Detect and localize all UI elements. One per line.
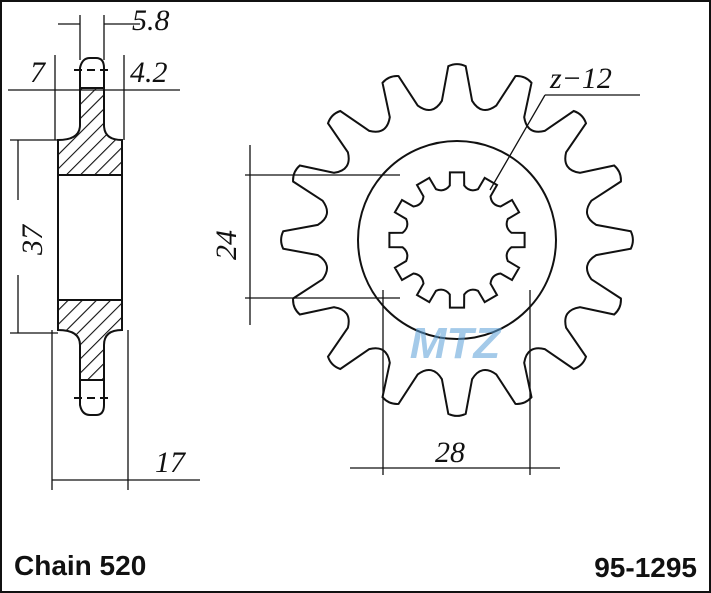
dim-bore-width: 28: [435, 436, 465, 469]
dim-tooth-width: 5.8: [132, 4, 170, 37]
dim-hub-diameter: 37: [16, 223, 49, 256]
sprocket-outline: [280, 63, 634, 417]
watermark-logo: MTZ: [410, 319, 503, 368]
dim-offset-left: 7: [30, 56, 47, 89]
dim-spline-diameter: 24: [210, 230, 243, 260]
spline-outline: [388, 171, 526, 309]
side-section-view: 5.8 7 4.2 37 17: [8, 4, 200, 490]
tooth-tip-bottom: [79, 380, 105, 416]
part-number: 95-1295: [594, 552, 697, 583]
hub-circle: [357, 140, 557, 340]
front-view: 24 28 z−12: [210, 62, 640, 475]
spline-teeth-label: z−12: [549, 62, 612, 95]
chain-label: Chain 520: [14, 550, 146, 581]
dim-offset-right: 4.2: [130, 56, 168, 89]
mtz-watermark: MTZ: [410, 319, 503, 368]
tooth-tip-top: [79, 57, 105, 88]
dim-overall-width: 17: [155, 446, 187, 479]
